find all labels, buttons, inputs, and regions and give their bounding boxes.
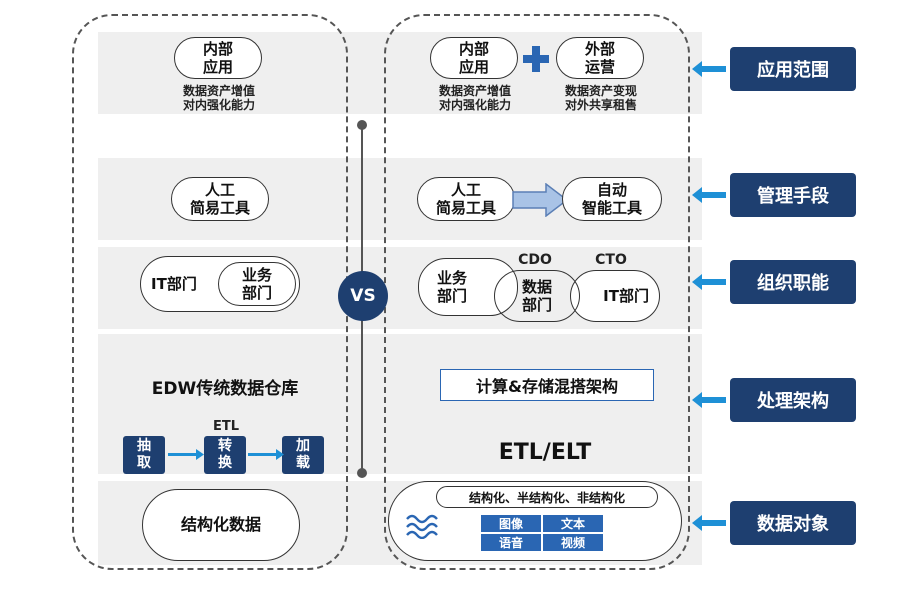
right-external-ops-desc: 数据资产变现 对外共享租售 [564,84,637,112]
etl-step-load: 加 载 [282,436,324,474]
right-etl-title: ETL/ELT [498,440,592,465]
label-organization: 组织职能 [730,260,856,304]
vs-badge: VS [338,271,388,321]
left-internal-app-desc: 数据资产增值 对内强化能力 [182,84,255,112]
arrow-data-objects [692,515,726,531]
etl-label: ETL [212,419,240,434]
right-manual-tools-box: 人工 简易工具 [417,177,515,221]
left-edw-title: EDW传统数据仓库 [151,379,299,399]
right-arch-box: 计算&存储混搭架构 [440,369,654,401]
cto-label: CTO [595,252,627,268]
label-management: 管理手段 [730,173,856,217]
data-types-pill: 结构化、半结构化、非结构化 [436,486,658,508]
right-external-ops-box: 外部 运营 [556,37,644,79]
right-business-dept-label: 业务 部门 [437,269,468,305]
data-types-label: 结构化、半结构化、非结构化 [468,490,625,505]
waves-icon [406,514,438,539]
band-architecture [98,334,702,474]
arrow-architecture [692,392,726,408]
label-data-objects: 数据对象 [730,501,856,545]
arrow-app-scope [692,61,726,77]
left-manual-tools-box: 人工 简易工具 [171,177,269,221]
center-dot-bottom [357,468,367,478]
etl-step-transform: 转 换 [204,436,246,474]
media-voice: 语音 [480,533,542,552]
right-arch-label: 计算&存储混搭架构 [476,377,618,396]
left-it-dept-label: IT部门 [151,275,197,293]
etl-arrows [168,449,284,460]
upgrade-arrow-icon [512,183,568,217]
media-video: 视频 [542,533,604,552]
cdo-label: CDO [518,252,552,268]
right-data-dept-box: 数据 部门 [494,270,580,322]
media-image: 图像 [480,514,542,533]
arrow-management [692,187,726,203]
label-arrows [692,61,726,531]
left-business-dept-box: 业务 部门 [218,262,296,306]
right-internal-app-box: 内部 应用 [430,37,518,79]
arrow-organization [692,274,726,290]
etl-step-extract: 抽 取 [123,436,165,474]
label-architecture: 处理架构 [730,378,856,422]
media-text: 文本 [542,514,604,533]
left-structured-data-box: 结构化数据 [142,489,300,561]
left-internal-app-box: 内部 应用 [174,37,262,79]
etl-arrow-2 [248,449,284,460]
right-smart-tools-box: 自动 智能工具 [562,177,662,221]
label-app-scope: 应用范围 [730,47,856,91]
etl-arrow-1 [168,449,204,460]
right-it-dept-label: IT部门 [603,287,649,305]
right-it-dept-box: IT部门 [570,270,660,322]
vs-text: VS [350,286,376,306]
right-internal-app-desc: 数据资产增值 对内强化能力 [438,84,511,112]
center-dot-top [357,120,367,130]
plus-icon [523,46,549,72]
